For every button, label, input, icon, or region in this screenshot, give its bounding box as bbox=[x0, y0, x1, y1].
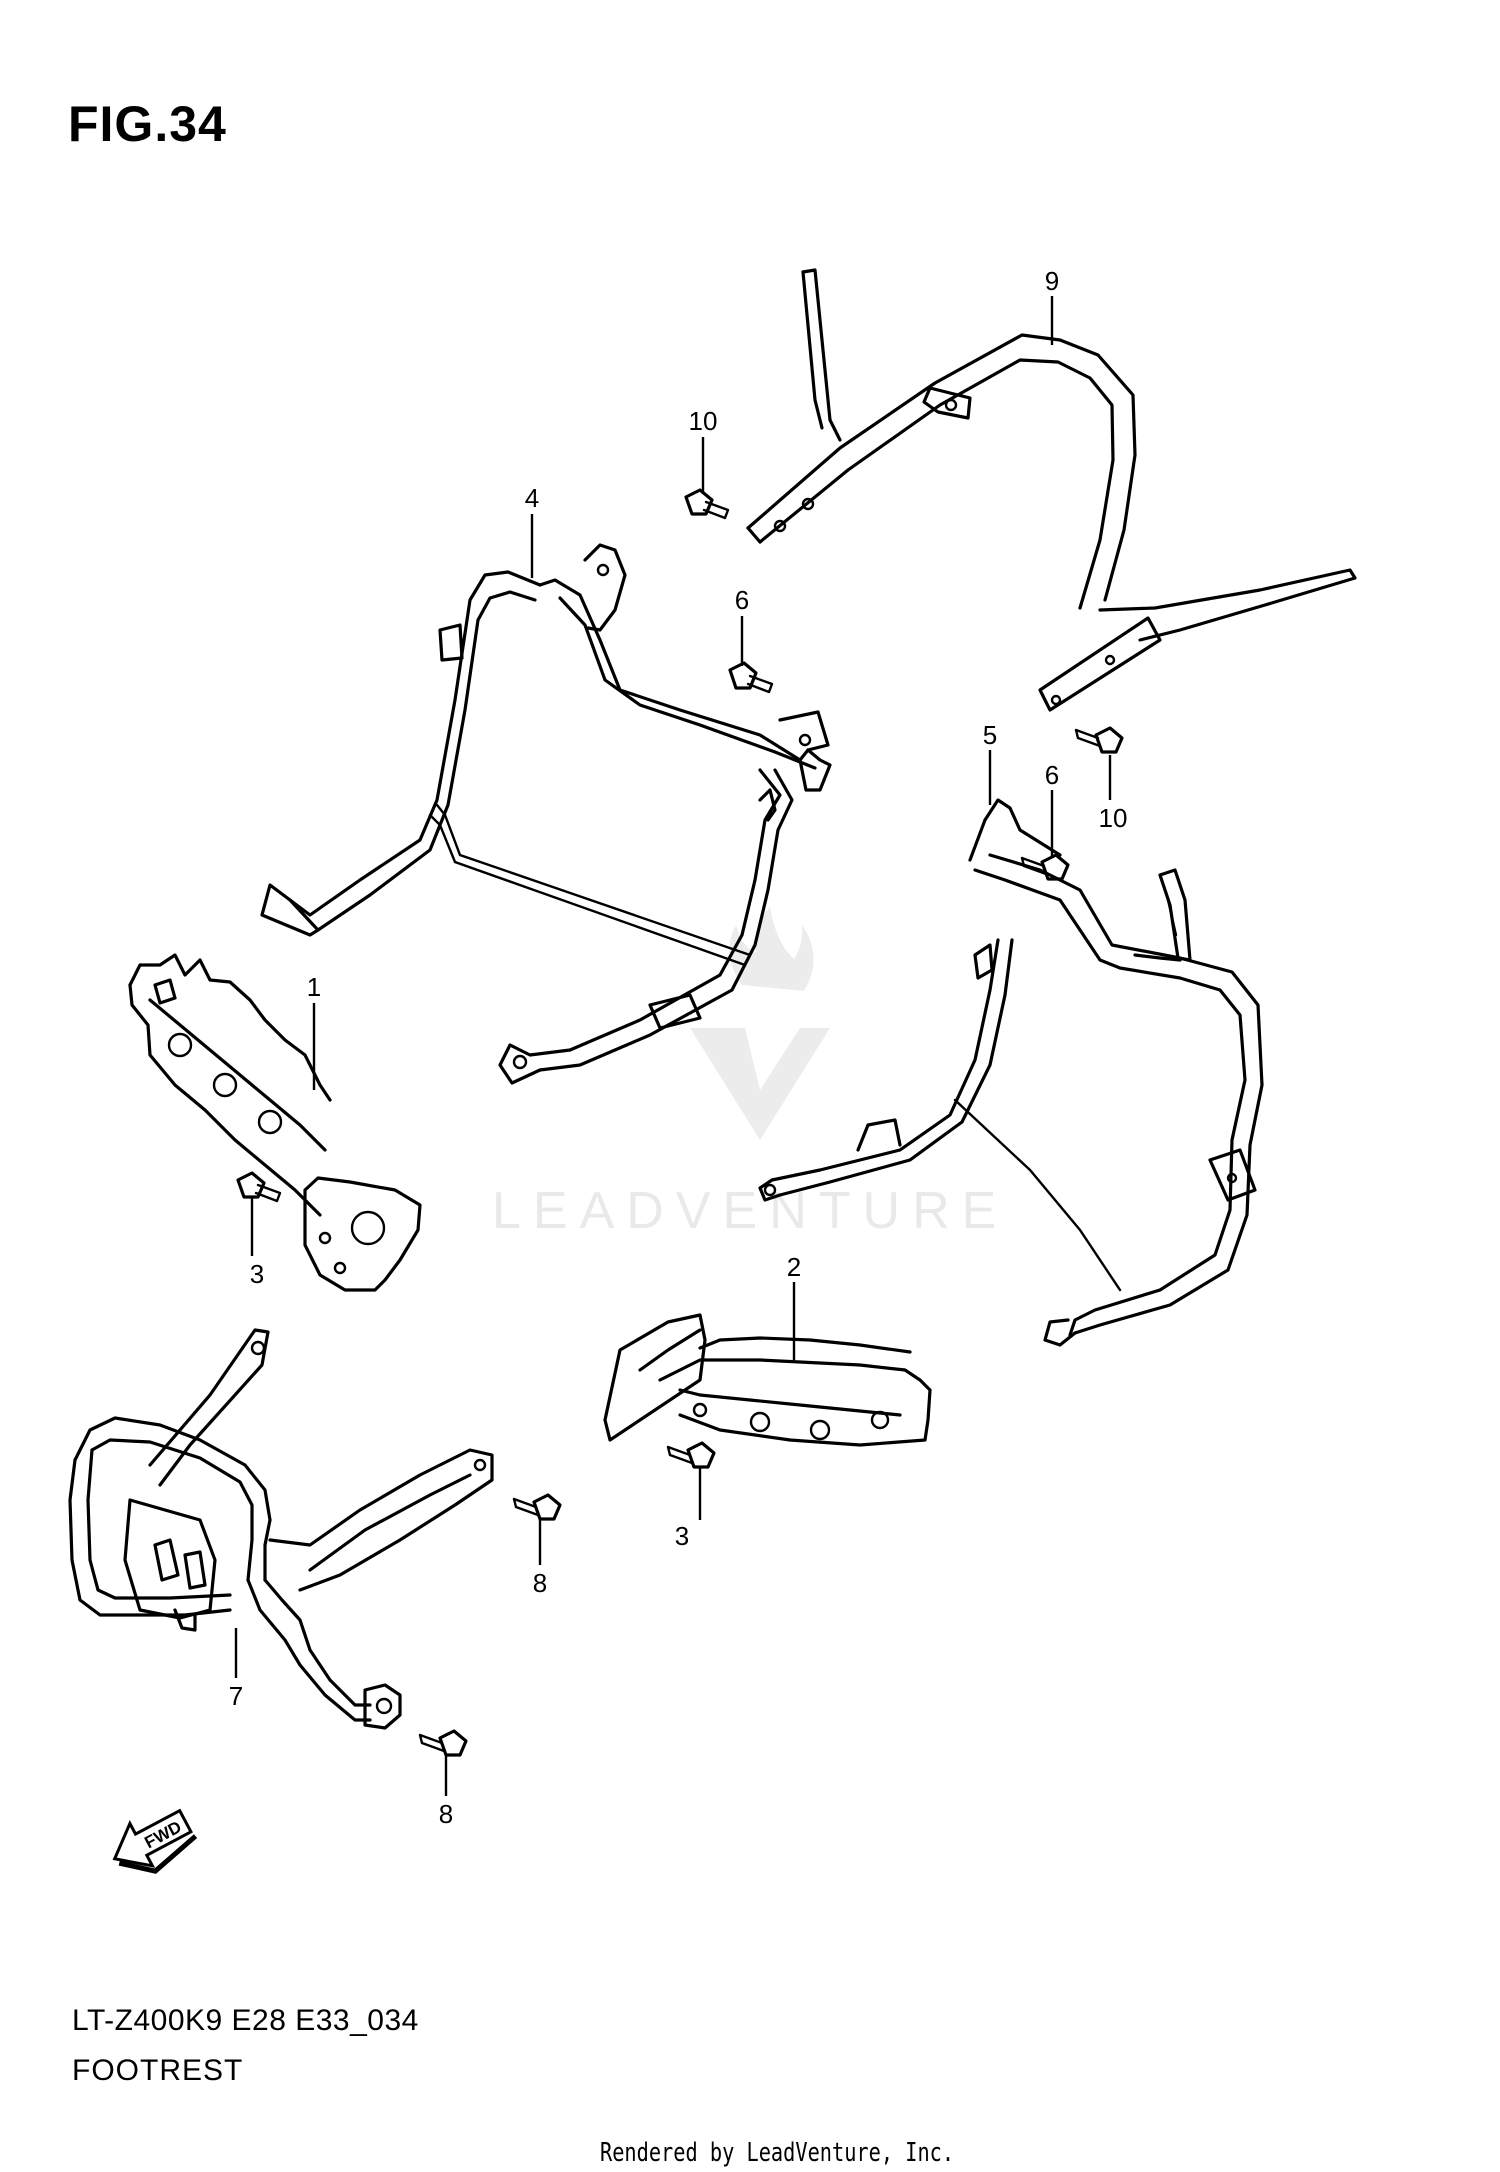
bolt-3-left bbox=[236, 1171, 282, 1203]
leader-lines bbox=[234, 296, 1112, 1796]
part-4-left-frame bbox=[260, 543, 832, 1085]
figure-code: LT-Z400K9 E28 E33_034 bbox=[72, 2004, 419, 2037]
callout-3-left: 3 bbox=[250, 1259, 264, 1289]
callout-2: 2 bbox=[787, 1252, 801, 1282]
callout-6-upper: 6 bbox=[735, 585, 749, 615]
bolt-8-lower bbox=[418, 1729, 468, 1757]
figure-title: FIG.34 bbox=[68, 96, 227, 152]
part-7-front-guard bbox=[68, 1328, 494, 1730]
callout-8-lower: 8 bbox=[439, 1799, 453, 1829]
figure-name: FOOTREST bbox=[72, 2054, 244, 2087]
callout-5: 5 bbox=[983, 720, 997, 750]
watermark-text: LEADVENTURE bbox=[492, 1182, 1008, 1240]
callout-6-lower: 6 bbox=[1045, 760, 1059, 790]
flame-icon bbox=[729, 907, 814, 991]
bolt-3-right bbox=[666, 1441, 716, 1469]
callout-7: 7 bbox=[229, 1681, 243, 1711]
part-5-right-frame bbox=[758, 798, 1264, 1347]
callout-9: 9 bbox=[1045, 266, 1059, 296]
bolt-8-upper bbox=[512, 1493, 562, 1521]
bolt-6-lower bbox=[1020, 853, 1070, 881]
leadventure-watermark: LEADVENTURE bbox=[492, 907, 1008, 1240]
callout-1: 1 bbox=[307, 972, 321, 1002]
callout-4: 4 bbox=[525, 483, 539, 513]
part-2-right-footpeg bbox=[603, 1313, 932, 1447]
callout-10-upper: 10 bbox=[689, 406, 718, 436]
part-1-left-footpeg bbox=[128, 953, 422, 1292]
callout-10-lower: 10 bbox=[1099, 803, 1128, 833]
render-credit: Rendered by LeadVenture, Inc. bbox=[600, 2138, 955, 2168]
bolt-10-lower bbox=[1074, 726, 1124, 754]
fwd-arrow-icon: FWD bbox=[112, 1808, 198, 1874]
bolt-10-upper bbox=[684, 488, 730, 520]
callout-8-upper: 8 bbox=[533, 1568, 547, 1598]
v-logo-icon bbox=[690, 1028, 830, 1140]
part-9-rear-bar bbox=[746, 268, 1357, 712]
callout-labels: 9 10 4 6 5 6 10 1 3 2 3 8 7 8 bbox=[229, 266, 1128, 1829]
callout-3-right: 3 bbox=[675, 1521, 689, 1551]
bolt-6-upper bbox=[728, 661, 774, 694]
